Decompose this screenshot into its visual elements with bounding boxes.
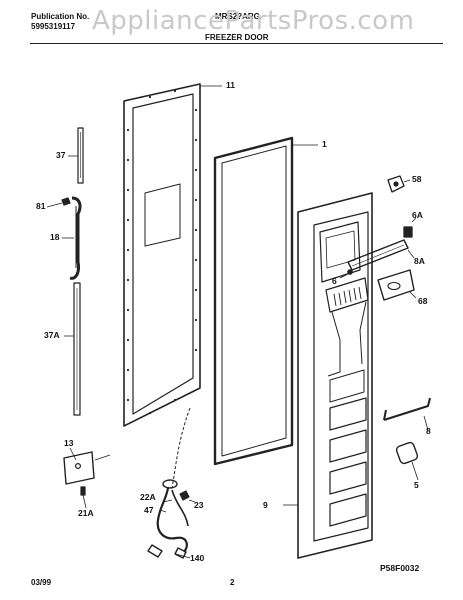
callout-22a: 22A [140,492,156,502]
section-title: FREEZER DOOR [205,33,269,42]
callout-8: 8 [426,426,431,436]
publication-label: Publication No. [31,12,90,21]
figure-code: P58F0032 [380,563,420,573]
footer-date: 03/99 [31,578,52,587]
cover-part-5 [395,441,419,481]
callout-9: 9 [263,500,268,510]
lever-bar-part-8a [347,239,415,271]
door-panel-part-11 [123,83,222,427]
callout-11: 11 [226,80,235,90]
trim-strip-part-37 [68,127,84,184]
callout-140: 140 [190,553,205,563]
bracket-part-8 [383,397,431,431]
callout-6: 6 [332,276,337,286]
screw-part-6 [339,269,353,279]
door-handle-part-18 [62,196,82,280]
header-rule [30,43,443,44]
callout-37: 37 [56,150,66,160]
callout-6a: 6A [412,210,423,220]
door-gasket-part-1 [213,136,318,466]
callout-5: 5 [414,480,419,490]
wiring-harness-part-140 [147,407,196,559]
trim-strip-part-37a [64,282,81,416]
watermark: AppliancePartsPros.com [92,6,415,36]
model-number: MRS2?ARG [215,12,260,21]
callout-8a: 8A [414,256,425,266]
page-number: 2 [230,578,235,587]
callout-37a: 37A [44,330,60,340]
hinge-bracket-part-13 [63,447,111,485]
button-part-58 [387,175,411,193]
callout-23: 23 [194,500,204,510]
callout-47: 47 [144,505,154,515]
callout-68: 68 [418,296,428,306]
callout-21a: 21A [78,508,94,518]
callout-13: 13 [64,438,74,448]
publication-number: 5995319117 [31,22,76,31]
callout-81: 81 [36,201,46,211]
actuator-part-68 [377,269,417,301]
screw-part-81 [46,197,71,208]
callout-1: 1 [322,139,327,149]
dispenser-panel-part-9 [283,192,373,559]
callout-58: 58 [412,174,422,184]
callout-18: 18 [50,232,60,242]
screw-part-21a [80,486,87,509]
clip-part-6a [403,217,417,238]
